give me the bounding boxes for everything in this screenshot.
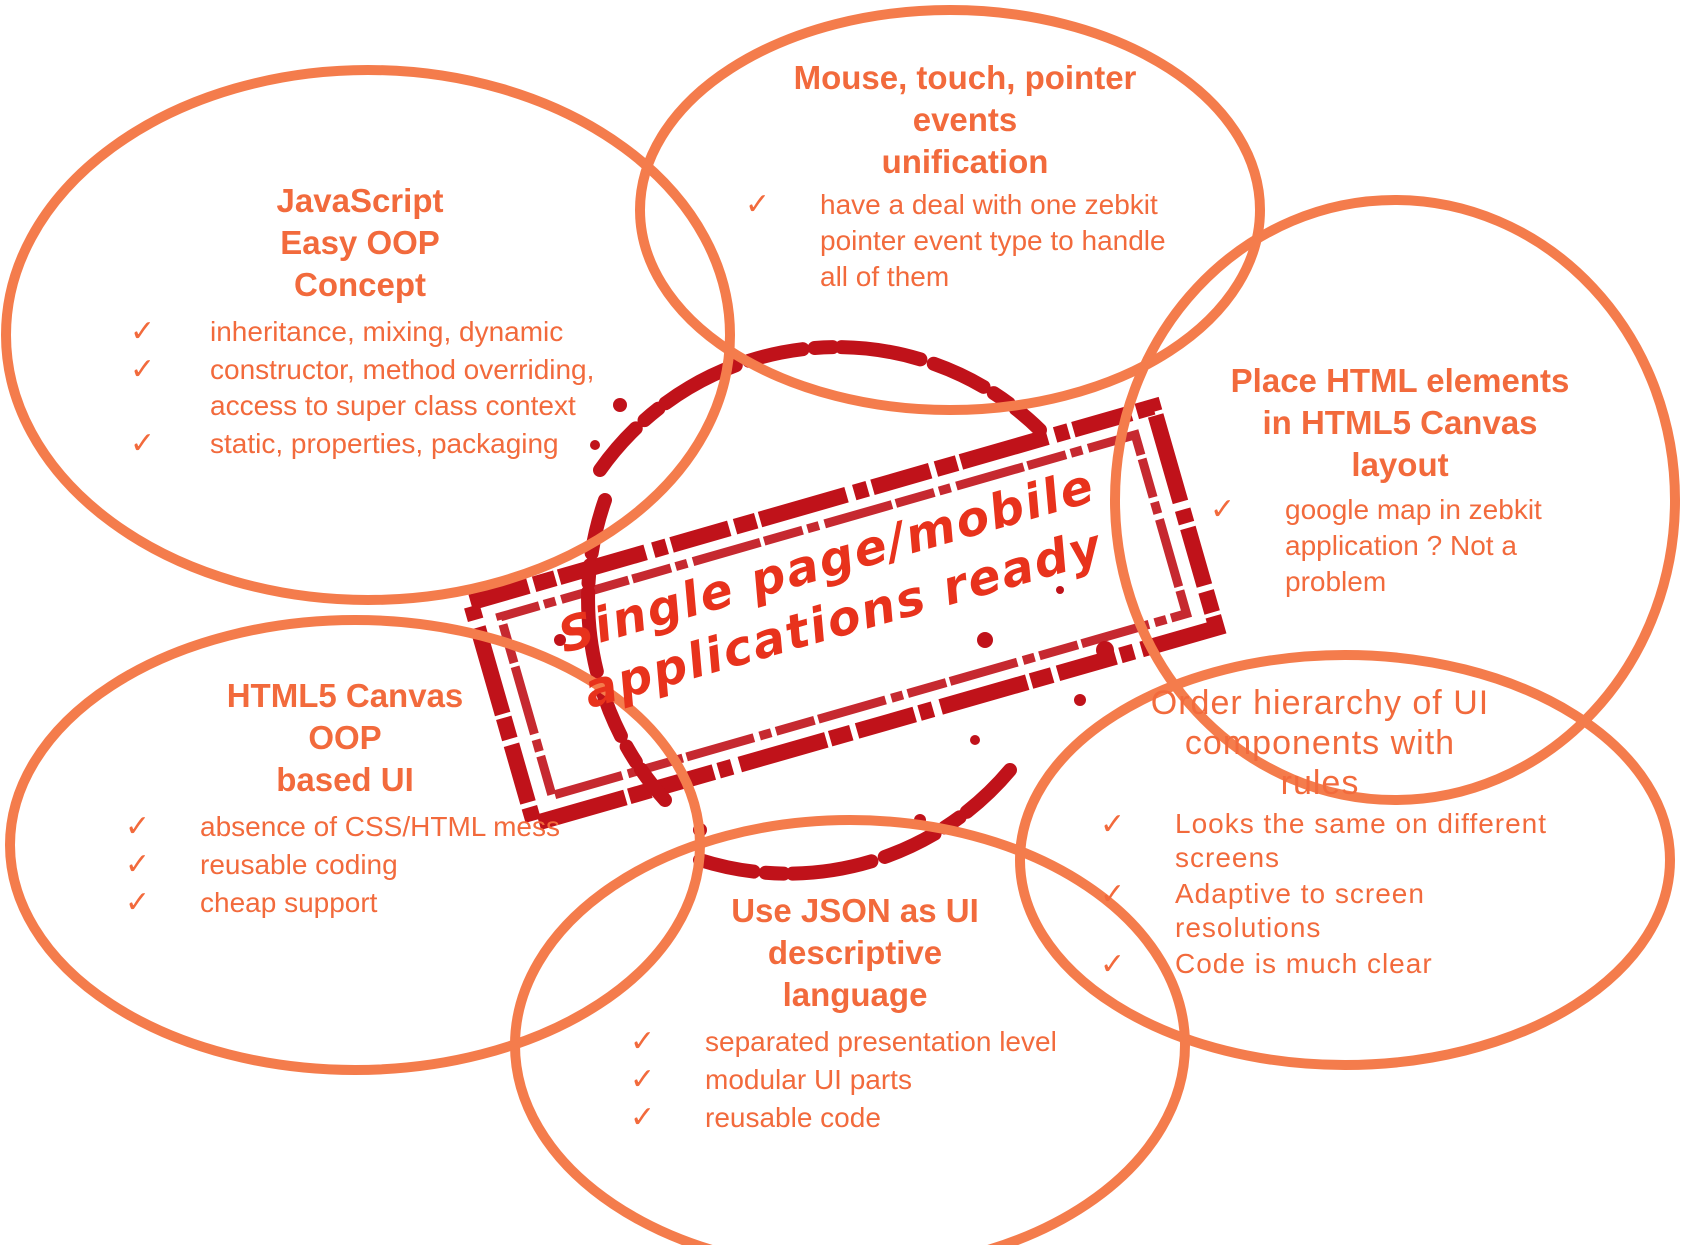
list-item: ✓ google map in zebkit application ? Not … bbox=[1200, 492, 1600, 600]
check-icon: ✓ bbox=[130, 427, 156, 460]
title-line: rules bbox=[1280, 764, 1360, 802]
list-item: ✓ separated presentation level bbox=[620, 1024, 1100, 1060]
title-line: Concept bbox=[294, 266, 426, 303]
list-item: ✓ modular UI parts bbox=[620, 1062, 1100, 1098]
title-line: Place HTML elements bbox=[1230, 362, 1570, 399]
bubble-canvas-title: HTML5 Canvas OOP based UI bbox=[110, 675, 580, 801]
check-icon: ✓ bbox=[630, 1101, 656, 1134]
list-item: ✓ reusable coding bbox=[120, 847, 640, 883]
stamp-border-inner bbox=[495, 429, 1193, 802]
list-item: ✓ static, properties, packaging bbox=[130, 426, 630, 462]
list-item-text: inheritance, mixing, dynamic bbox=[210, 316, 564, 347]
bubble-hierarchy-list: ✓ Looks the same on different screens ✓ Ad… bbox=[1100, 807, 1580, 981]
title-line: unification bbox=[881, 143, 1049, 180]
bubble-html-ring bbox=[1110, 195, 1680, 805]
bubble-canvas: HTML5 Canvas OOP based UI ✓ absence of CS… bbox=[120, 675, 640, 923]
list-item: ✓ absence of CSS/HTML mess bbox=[120, 809, 640, 845]
bubble-oop: JavaScript Easy OOP Concept ✓ inheritance… bbox=[130, 180, 630, 464]
bubble-html-list: ✓ google map in zebkit application ? Not … bbox=[1200, 492, 1600, 600]
bubble-canvas-list: ✓ absence of CSS/HTML mess ✓ reusable codi… bbox=[120, 809, 640, 921]
list-item-text: absence of CSS/HTML mess bbox=[200, 811, 560, 842]
bubble-hierarchy-title: Order hierarchy of UI components with ru… bbox=[1100, 683, 1540, 803]
bubble-json: Use JSON as UI descriptive language ✓ sep… bbox=[620, 890, 1100, 1138]
list-item-text: constructor, method overriding, access t… bbox=[210, 354, 595, 421]
check-icon: ✓ bbox=[125, 848, 151, 881]
check-icon: ✓ bbox=[130, 315, 156, 348]
check-icon: ✓ bbox=[1100, 878, 1126, 911]
title-line: components with bbox=[1184, 724, 1456, 762]
title-line: JavaScript bbox=[276, 182, 444, 219]
check-icon: ✓ bbox=[125, 810, 151, 843]
bubble-pointer: Mouse, touch, pointer events unification… bbox=[745, 57, 1185, 297]
stamp-arc-bottom bbox=[693, 763, 1017, 881]
check-icon: ✓ bbox=[130, 353, 156, 386]
list-item-text: static, properties, packaging bbox=[210, 428, 559, 459]
title-line: layout bbox=[1351, 446, 1449, 483]
title-line: language bbox=[782, 976, 928, 1013]
bubble-json-list: ✓ separated presentation level ✓ modular U… bbox=[620, 1024, 1100, 1136]
list-item-text: reusable code bbox=[705, 1102, 881, 1133]
title-line: Mouse, touch, pointer bbox=[793, 59, 1137, 96]
title-line: HTML5 Canvas bbox=[226, 677, 464, 714]
check-icon: ✓ bbox=[1210, 493, 1236, 526]
title-line: Use JSON as UI bbox=[731, 892, 979, 929]
bubble-hierarchy: Order hierarchy of UI components with ru… bbox=[1100, 683, 1580, 983]
stamp-arc-top bbox=[593, 340, 1047, 477]
list-item-text: Adaptive to screen resolutions bbox=[1175, 878, 1425, 943]
title-line: Order hierarchy of UI bbox=[1150, 684, 1490, 722]
list-item: ✓ Adaptive to screen resolutions bbox=[1100, 877, 1580, 945]
title-line: in HTML5 Canvas bbox=[1262, 404, 1538, 441]
bubble-html: Place HTML elements in HTML5 Canvas layo… bbox=[1200, 360, 1600, 602]
list-item-text: separated presentation level bbox=[705, 1026, 1057, 1057]
list-item-text: Looks the same on different screens bbox=[1175, 808, 1548, 873]
bubble-html-title: Place HTML elements in HTML5 Canvas layo… bbox=[1200, 360, 1600, 486]
title-line: Easy OOP bbox=[280, 224, 440, 261]
bubble-json-ring bbox=[510, 815, 1190, 1245]
list-item: ✓ constructor, method overriding, access … bbox=[130, 352, 630, 424]
stamp bbox=[460, 340, 1227, 881]
check-icon: ✓ bbox=[1100, 948, 1126, 981]
check-icon: ✓ bbox=[1100, 808, 1126, 841]
bubble-json-title: Use JSON as UI descriptive language bbox=[620, 890, 1090, 1016]
title-line: based UI bbox=[276, 761, 414, 798]
stamp-border-outer bbox=[460, 396, 1227, 834]
list-item-text: have a deal with one zebkit pointer even… bbox=[820, 189, 1166, 292]
bubble-oop-ring bbox=[1, 65, 735, 605]
list-item-text: cheap support bbox=[200, 887, 378, 918]
title-line: descriptive bbox=[767, 934, 943, 971]
bubble-oop-title: JavaScript Easy OOP Concept bbox=[120, 180, 600, 306]
bubble-pointer-list: ✓ have a deal with one zebkit pointer eve… bbox=[745, 187, 1185, 295]
bubble-pointer-ring bbox=[635, 5, 1265, 415]
list-item-text: modular UI parts bbox=[705, 1064, 912, 1095]
check-icon: ✓ bbox=[125, 886, 151, 919]
list-item: ✓ inheritance, mixing, dynamic bbox=[130, 314, 630, 350]
title-line: events bbox=[912, 101, 1018, 138]
list-item: ✓ Looks the same on different screens bbox=[1100, 807, 1580, 875]
check-icon: ✓ bbox=[630, 1063, 656, 1096]
bubble-oop-list: ✓ inheritance, mixing, dynamic ✓ construct… bbox=[130, 314, 630, 462]
title-line: OOP bbox=[308, 719, 382, 756]
list-item-text: reusable coding bbox=[200, 849, 398, 880]
list-item-text: Code is much clear bbox=[1175, 948, 1433, 979]
check-icon: ✓ bbox=[630, 1025, 656, 1058]
list-item: ✓ Code is much clear bbox=[1100, 947, 1580, 981]
list-item: ✓ cheap support bbox=[120, 885, 640, 921]
list-item: ✓ reusable code bbox=[620, 1100, 1100, 1136]
bubble-hierarchy-ring bbox=[1015, 650, 1675, 1070]
check-icon: ✓ bbox=[745, 188, 771, 221]
bubble-pointer-title: Mouse, touch, pointer events unification bbox=[745, 57, 1185, 183]
list-item-text: google map in zebkit application ? Not a… bbox=[1285, 494, 1542, 597]
list-item: ✓ have a deal with one zebkit pointer eve… bbox=[745, 187, 1185, 295]
